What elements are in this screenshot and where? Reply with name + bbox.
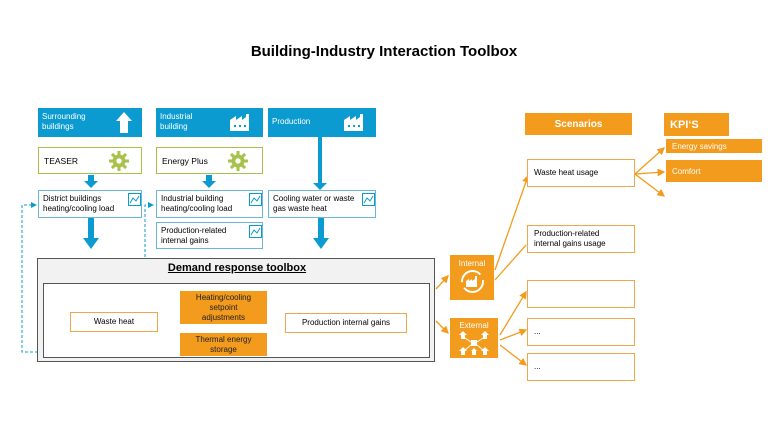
surrounding-buildings-header: Surrounding buildings [38, 108, 142, 137]
production-gains-label: Production-related internal gains [161, 226, 227, 245]
factory-icon [230, 114, 249, 131]
flow-arrows [83, 137, 329, 249]
toolbox-title: Demand response toolbox [167, 262, 307, 274]
scenario-box: Production-related internal gains usage [527, 225, 635, 253]
production-label: Production [272, 117, 311, 126]
production-internal-gains-label: Production internal gains [301, 318, 391, 327]
industrial-load-box: Industrial building heating/cooling load [156, 190, 263, 218]
kpis-header-label: KPI‘S [670, 118, 699, 131]
kpi-label: Energy savings [672, 141, 727, 151]
setpoint-adjustments-box: Heating/cooling setpoint adjustments [180, 291, 267, 324]
district-load-label: District buildings heating/cooling load [43, 194, 115, 213]
gear-icon [228, 151, 248, 171]
chart-icon [249, 193, 262, 206]
thermal-storage-label: Thermal energy storage [195, 334, 252, 354]
scenarios-header-label: Scenarios [554, 118, 603, 130]
setpoint-adjustments-label: Heating/cooling setpoint adjustments [195, 292, 252, 322]
industrial-building-label: Industrial building [160, 112, 193, 131]
scenario-label: ... [534, 362, 541, 371]
factory-icon [344, 114, 363, 131]
scenarios-header: Scenarios [525, 113, 632, 135]
teaser-label: TEASER [44, 155, 79, 166]
teaser-tool-box: TEASER [38, 147, 142, 174]
industrial-load-label: Industrial building heating/cooling load [161, 194, 233, 213]
gear-icon [109, 151, 129, 171]
energyplus-tool-box: Energy Plus [156, 147, 263, 174]
internal-hub-label: Internal [458, 259, 486, 268]
district-load-box: District buildings heating/cooling load [38, 190, 142, 218]
scenario-label: Production-related internal gains usage [534, 229, 606, 248]
waste-heat-source-box: Cooling water or waste gas waste heat [268, 190, 376, 218]
network-icon [459, 331, 489, 355]
chart-icon [362, 193, 375, 206]
kpi-box: Energy savings [666, 139, 762, 153]
internal-hub: Internal [450, 255, 494, 300]
scenario-box: Waste heat usage [527, 159, 635, 187]
kpis-header: KPI‘S [664, 113, 729, 136]
house-icon [116, 112, 132, 133]
kpi-box: Comfort [666, 160, 762, 182]
scenario-box [527, 280, 635, 308]
scenario-box: ... [527, 353, 635, 381]
page-title: Building-Industry Interaction Toolbox [250, 43, 518, 60]
chart-icon [128, 193, 141, 206]
kpi-label: Comfort [672, 166, 701, 176]
surrounding-buildings-label: Surrounding buildings [42, 112, 86, 131]
production-header: Production [268, 108, 376, 137]
waste-heat-box: Waste heat [70, 312, 158, 332]
external-hub-label: External [459, 321, 489, 330]
scenario-label: Waste heat usage [534, 168, 599, 177]
scenario-label: ... [534, 327, 541, 336]
factory-cycle-icon [461, 270, 484, 293]
external-hub: External [450, 318, 498, 358]
thermal-storage-box: Thermal energy storage [180, 333, 267, 356]
scenario-box: ... [527, 318, 635, 346]
waste-heat-source-label: Cooling water or waste gas waste heat [273, 194, 355, 213]
chart-icon [249, 225, 262, 238]
production-internal-gains-box: Production internal gains [285, 313, 407, 333]
energyplus-label: Energy Plus [162, 155, 208, 166]
industrial-building-header: Industrial building [156, 108, 263, 137]
waste-heat-label: Waste heat [93, 317, 135, 326]
production-gains-box: Production-related internal gains [156, 222, 263, 249]
